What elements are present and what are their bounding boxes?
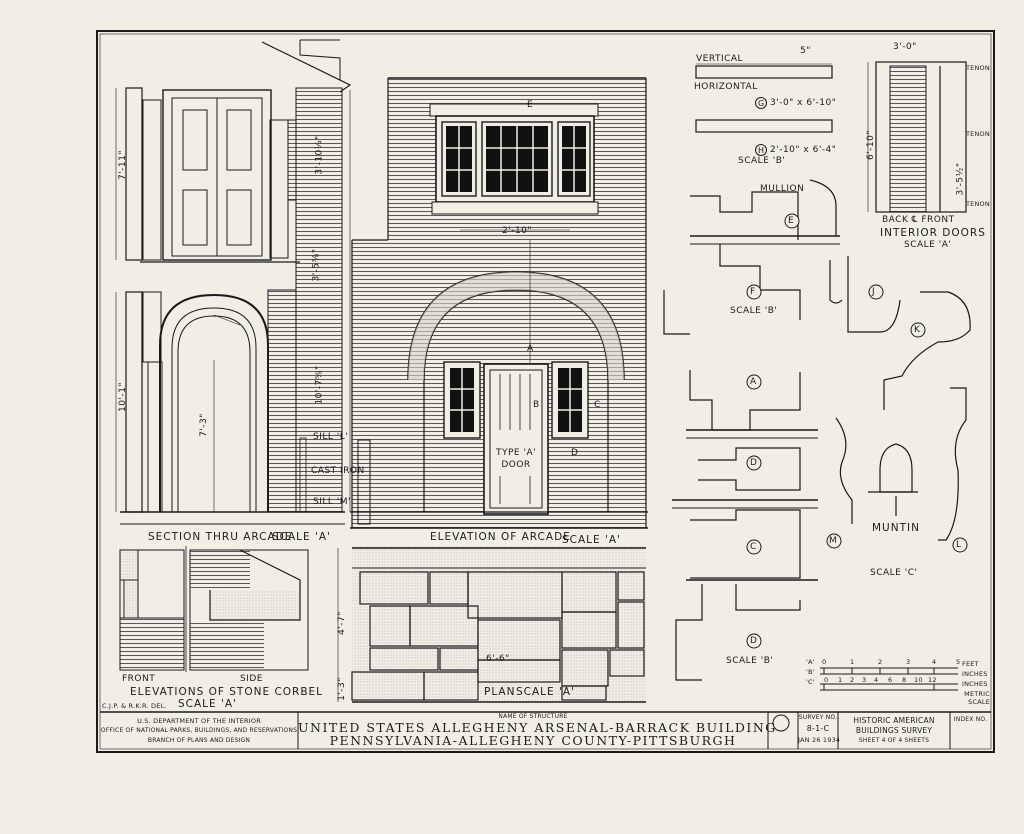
door-label: DOOR	[501, 460, 531, 470]
callout-k: K	[914, 325, 921, 335]
habs-line-2: BUILDINGS SURVEY	[855, 726, 933, 735]
door-type-label: TYPE 'A'	[496, 448, 537, 458]
corbel-side-label: SIDE	[240, 674, 263, 684]
delineators: C.J.P. & R.K.R. DEL.	[102, 702, 167, 710]
callout-circles	[746, 97, 968, 732]
dim-3-10: 3'-10¼"	[314, 135, 325, 175]
horizontal-label: HORIZONTAL	[694, 82, 758, 92]
callout-g: G	[758, 99, 765, 108]
dept-line-2: OFFICE OF NATIONAL PARKS, BUILDINGS, AND…	[100, 727, 298, 734]
stone-corbel-elevations	[119, 546, 309, 672]
dim-3-5-5-8: 3'-5⅜"	[311, 248, 322, 282]
scale-c: SCALE 'C'	[870, 568, 918, 578]
corbel-front-label: FRONT	[122, 674, 156, 684]
survey-date: JAN 26 1934	[798, 736, 841, 744]
callout-d: D	[750, 458, 758, 468]
scale-b-3: SCALE 'B'	[726, 656, 774, 666]
dim-7-3: 7'-3"	[198, 413, 209, 437]
elevation-of-arcade	[350, 77, 648, 529]
callout-a: A	[750, 377, 757, 387]
interior-doors-line2: INTERIOR DOORS	[880, 227, 986, 239]
dim-2-10: 2'-10"	[502, 226, 533, 236]
vertical-label: VERTICAL	[696, 54, 744, 64]
elevation-caption: ELEVATION OF ARCADE	[430, 531, 571, 543]
sheet-info: SHEET 4 OF 4 SHEETS	[858, 737, 930, 744]
dim-3-0: 3'-0"	[893, 42, 917, 52]
survey-label: SURVEY NO.	[798, 714, 838, 721]
callout-c-elev: C	[594, 400, 601, 410]
interior-doors-line1: BACK ℄ FRONT	[882, 215, 955, 225]
section-thru-arcade	[115, 39, 352, 525]
survey-number: 8-1-C	[806, 724, 830, 733]
dim-1-3: 1'-3"	[336, 677, 347, 701]
section-caption: SECTION THRU ARCADE	[148, 531, 293, 543]
callout-d-elev: D	[571, 448, 579, 458]
name-of-structure-label: NAME OF STRUCTURE	[498, 713, 568, 720]
structure-location: PENNSYLVANIA-ALLEGHENY COUNTY-PITTSBURGH	[329, 733, 737, 748]
tenon-1: TENON	[966, 64, 990, 72]
dim-6-6: 6'-6"	[486, 654, 510, 664]
muntin-label: MUNTIN	[872, 522, 920, 534]
corbel-scale: SCALE 'A'	[178, 698, 237, 710]
dim-4-7: 4'-7"	[336, 611, 347, 635]
dept-line-3: BRANCH OF PLANS AND DESIGN	[147, 737, 251, 744]
habs-line-1: HISTORIC AMERICAN	[853, 716, 935, 725]
dept-line-1: U.S. DEPARTMENT OF THE INTERIOR	[137, 717, 261, 725]
callout-h: H	[758, 146, 765, 155]
molding-details	[663, 61, 971, 691]
callout-j: J	[872, 287, 876, 297]
plan-scale: SCALE 'A'	[516, 686, 575, 698]
callout-f: F	[750, 287, 756, 297]
dim-10-1: 10'-1"	[118, 381, 129, 413]
tenon-2: TENON	[966, 130, 990, 138]
callout-e-elev: E	[527, 100, 534, 110]
mullion-label: MULLION	[760, 184, 805, 194]
dim-3-5-1-2: 3'-5½"	[955, 162, 966, 196]
plan-view	[337, 546, 646, 703]
scale-b-1: SCALE 'B'	[738, 156, 786, 166]
h-size-label: 2'-10" x 6'-4"	[770, 145, 837, 155]
dim-5: 5"	[800, 46, 811, 56]
callout-c: C	[750, 542, 757, 552]
corbel-caption: ELEVATIONS OF STONE CORBEL	[130, 686, 324, 698]
callout-a-elev: A	[527, 344, 534, 354]
g-size-label: 3'-0" x 6'-10"	[770, 98, 837, 108]
section-scale: SCALE 'A'	[272, 531, 331, 543]
cast-iron-label: CAST IRON	[311, 466, 365, 476]
sill-m-label: SILL 'M'	[313, 497, 351, 507]
callout-b-elev: B	[533, 400, 540, 410]
dim-6-10: 6'-10"	[866, 129, 877, 161]
index-label: INDEX NO.	[953, 716, 988, 723]
structure-name: UNITED STATES ALLEGHENY ARSENAL-BARRACK …	[298, 720, 777, 735]
plan-caption: PLAN	[484, 686, 516, 698]
sheet-border	[96, 30, 995, 753]
callout-d-2: D	[750, 636, 758, 646]
interior-doors-scale: SCALE 'A'	[904, 240, 952, 250]
callout-m: M	[829, 536, 838, 546]
dim-10-7: 10'-7⅝"	[314, 365, 325, 405]
sill-l-label: SILL 'L'	[313, 432, 349, 442]
tenon-3: TENON	[966, 200, 990, 208]
callout-l: L	[956, 540, 962, 550]
callout-e: E	[788, 216, 795, 226]
elevation-scale: SCALE 'A'	[562, 534, 621, 546]
dim-7-11: 7'-11"	[118, 149, 129, 181]
scale-b-2: SCALE 'B'	[730, 306, 778, 316]
